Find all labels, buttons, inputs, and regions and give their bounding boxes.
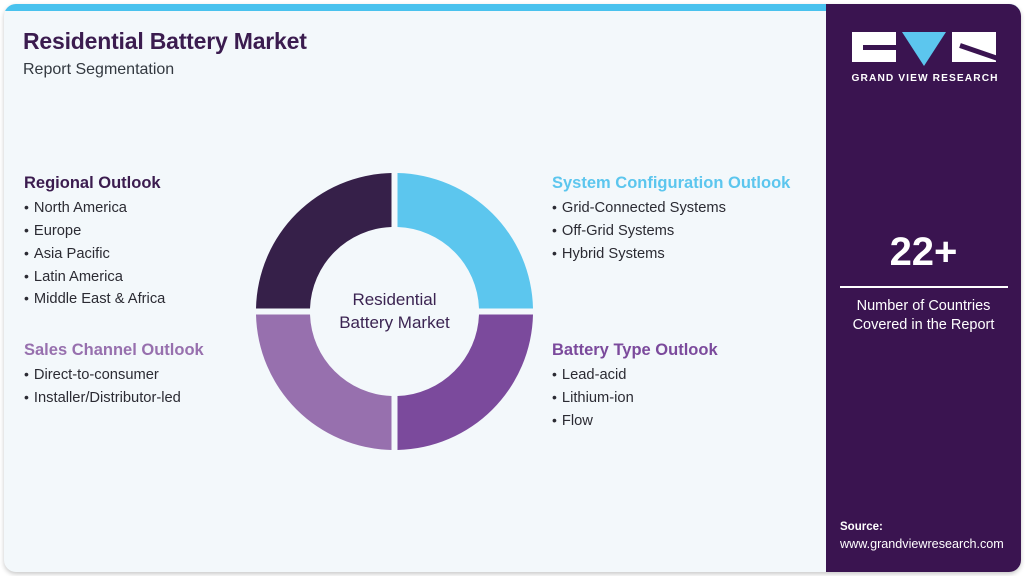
header: Residential Battery Market Report Segmen… <box>23 28 583 80</box>
list-item: Hybrid Systems <box>552 243 832 266</box>
segment-system-configuration-outlook: System Configuration Outlook Grid-Connec… <box>552 174 832 266</box>
logo-r-icon <box>951 32 996 62</box>
donut-slice-regional <box>256 173 392 309</box>
list-item: Asia Pacific <box>24 243 165 266</box>
list-item: Flow <box>552 410 832 433</box>
list-item: Latin America <box>24 266 165 289</box>
source-label: Source: <box>840 521 883 534</box>
country-stat: 22+ Number of Countries Covered in the R… <box>826 232 1021 335</box>
stat-value: 22+ <box>889 230 958 274</box>
segment-battery-type-outlook: Battery Type Outlook Lead-acid Lithium-i… <box>552 341 832 433</box>
list-item: Off-Grid Systems <box>552 220 832 243</box>
source-block: Source: www.grandviewresearch.com <box>840 519 1004 554</box>
top-accent-bar <box>4 4 1021 11</box>
segment-title-regional: Regional Outlook <box>24 174 161 192</box>
donut-chart-svg <box>256 173 533 450</box>
stat-label-line-1: Number of Countries <box>856 298 991 314</box>
page-subtitle: Report Segmentation <box>23 61 175 79</box>
list-item: Middle East & Africa <box>24 288 165 311</box>
stat-label-line-2: Covered in the Report <box>852 317 995 334</box>
segment-title-system-configuration: System Configuration Outlook <box>552 174 791 192</box>
stat-divider <box>839 286 1008 288</box>
page-title: Residential Battery Market <box>23 28 307 54</box>
donut-slice-battery-type <box>397 314 533 450</box>
list-item: North America <box>24 197 165 220</box>
donut-slice-system-configuration <box>397 173 533 309</box>
segment-regional-outlook: Regional Outlook North America Europe As… <box>24 174 165 311</box>
segment-title-battery-type: Battery Type Outlook <box>552 341 718 359</box>
list-item: Europe <box>24 220 165 243</box>
list-item: Grid-Connected Systems <box>552 197 832 220</box>
source-url[interactable]: www.grandviewresearch.com <box>840 537 1004 552</box>
logo-g-icon <box>851 32 896 62</box>
list-item: Lead-acid <box>552 364 832 387</box>
brand-logo: GRAND VIEW RESEARCH <box>851 32 999 84</box>
donut-slice-sales-channel <box>256 314 392 450</box>
segment-list-system-configuration: Grid-Connected Systems Off-Grid Systems … <box>552 197 832 266</box>
list-item: Direct-to-consumer <box>24 364 204 387</box>
report-card: Residential Battery Market Report Segmen… <box>4 4 1021 572</box>
segment-list-battery-type: Lead-acid Lithium-ion Flow <box>552 364 832 433</box>
list-item: Installer/Distributor-led <box>24 387 204 410</box>
segment-sales-channel-outlook: Sales Channel Outlook Direct-to-consumer… <box>24 341 204 410</box>
donut-chart: Residential Battery Market <box>252 169 537 454</box>
logo-v-triangle-icon <box>901 32 946 66</box>
stat-label: Number of Countries Covered in the Repor… <box>826 297 1021 335</box>
segment-list-regional: North America Europe Asia Pacific Latin … <box>24 197 165 312</box>
logo-wordmark: GRAND VIEW RESEARCH <box>851 73 999 84</box>
segment-title-sales-channel: Sales Channel Outlook <box>24 341 204 359</box>
segment-list-sales-channel: Direct-to-consumer Installer/Distributor… <box>24 364 204 410</box>
list-item: Lithium-ion <box>552 387 832 410</box>
sidebar: GRAND VIEW RESEARCH 22+ Number of Countr… <box>826 4 1021 572</box>
logo-marks <box>851 32 996 66</box>
